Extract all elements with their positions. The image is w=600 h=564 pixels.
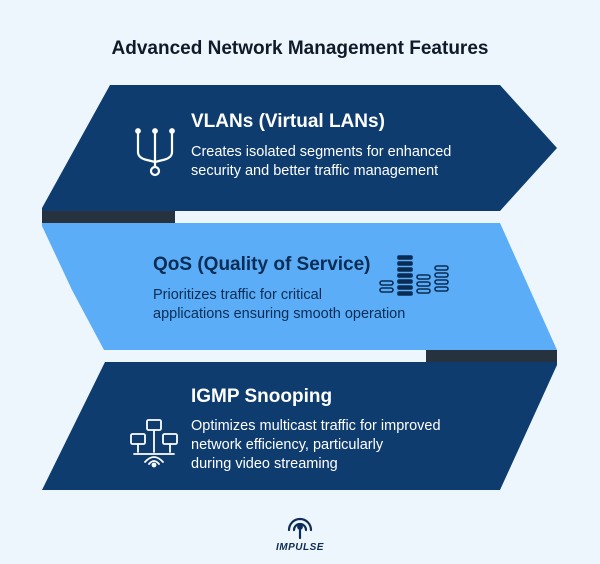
- igmp-title: IGMP Snooping: [191, 386, 333, 407]
- igmp-description: Optimizes multicast traffic for improved…: [191, 417, 441, 474]
- igmp-desc-line: network efficiency, particularly: [191, 437, 384, 453]
- qos-desc-line: applications ensuring smooth operation: [153, 306, 406, 322]
- brand-logo-text: IMPULSE: [276, 542, 324, 553]
- vlan-description: Creates isolated segments for enhanced s…: [191, 143, 451, 181]
- vlan-card-shape: [42, 85, 557, 211]
- priority-bars-icon: [379, 255, 449, 296]
- vlan-card-strip: [42, 211, 175, 223]
- impulse-logo-icon: [287, 517, 313, 540]
- vlan-title: VLANs (Virtual LANs): [191, 111, 385, 132]
- qos-description: Prioritizes traffic for critical applica…: [153, 286, 405, 324]
- qos-card-strip: [426, 350, 557, 362]
- igmp-desc-line: during video streaming: [191, 456, 338, 472]
- page-title: Advanced Network Management Features: [111, 38, 489, 59]
- multicast-network-icon: [130, 419, 178, 468]
- igmp-desc-line: Optimizes multicast traffic for improved: [191, 418, 441, 434]
- qos-desc-line: Prioritizes traffic for critical: [153, 287, 322, 303]
- qos-title: QoS (Quality of Service): [153, 254, 371, 275]
- vlan-desc-line: security and better traffic management: [191, 163, 439, 179]
- qos-card-shape: [42, 223, 557, 350]
- vlan-desc-line: Creates isolated segments for enhanced: [191, 144, 452, 160]
- network-split-icon: [135, 128, 175, 177]
- igmp-card-shape: [42, 362, 557, 490]
